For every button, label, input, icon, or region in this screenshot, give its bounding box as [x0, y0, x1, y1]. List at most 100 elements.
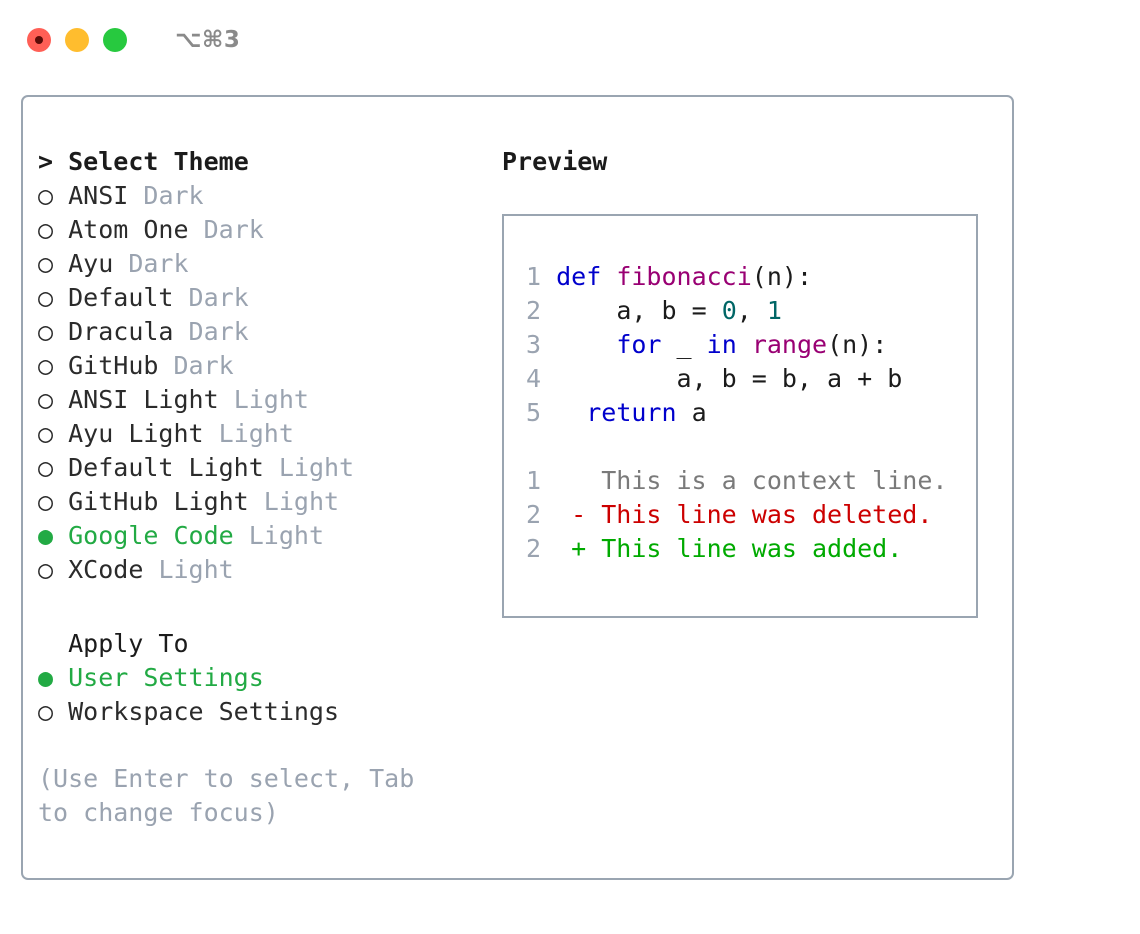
radio-selected-icon: ●: [38, 521, 54, 550]
theme-category-label: Dark: [203, 215, 264, 244]
code-line-number: 3: [526, 330, 542, 359]
code-token: [556, 330, 616, 359]
title-bar: ⌥⌘3: [0, 0, 1140, 80]
theme-list-item[interactable]: ○ ANSI Dark: [38, 179, 488, 213]
theme-list: ○ ANSI Dark○ Atom One Dark○ Ayu Dark○ De…: [38, 179, 488, 587]
theme-name: Atom One: [68, 215, 189, 244]
code-line: 3 for _ in range(n):: [526, 328, 976, 362]
theme-category-label: Dark: [173, 351, 234, 380]
theme-list-item[interactable]: ○ Default Light Light: [38, 451, 488, 485]
code-token: for: [616, 330, 662, 359]
theme-category-label: Dark: [128, 249, 189, 278]
apply-to-option[interactable]: ● User Settings: [38, 661, 488, 695]
prompt-marker: >: [38, 147, 54, 176]
theme-list-item[interactable]: ○ GitHub Dark: [38, 349, 488, 383]
maximize-window-icon[interactable]: [103, 28, 127, 52]
close-window-icon[interactable]: [27, 28, 51, 52]
theme-category-label: Dark: [143, 181, 204, 210]
keyboard-hint: (Use Enter to select, Tab to change focu…: [38, 764, 415, 827]
theme-name: ANSI: [68, 181, 129, 210]
theme-category-label: Light: [248, 521, 325, 550]
theme-list-item[interactable]: ● Google Code Light: [38, 519, 488, 553]
code-token: ,: [736, 296, 767, 325]
theme-list-item[interactable]: ○ XCode Light: [38, 553, 488, 587]
code-token: a, b =: [556, 296, 722, 325]
theme-list-item[interactable]: ○ Atom One Dark: [38, 213, 488, 247]
preview-title: Preview: [502, 147, 608, 176]
diff-line-text: + This line was added.: [541, 534, 903, 563]
theme-name: ANSI Light: [68, 385, 219, 414]
apply-to-option[interactable]: ○ Workspace Settings: [38, 695, 488, 729]
code-token: [737, 330, 752, 359]
radio-unselected-icon: ○: [38, 249, 54, 278]
code-token: a, b = b, a + b: [556, 364, 903, 393]
code-token: _: [661, 330, 707, 359]
radio-unselected-icon: ○: [38, 181, 54, 210]
theme-category-label: Dark: [188, 317, 249, 346]
theme-list-item[interactable]: ○ Default Dark: [38, 281, 488, 315]
theme-category-label: Light: [158, 555, 234, 584]
code-line: 5 return a: [526, 396, 976, 430]
theme-picker: > Select Theme ○ ANSI Dark○ Atom One Dar…: [38, 145, 488, 587]
theme-name: Ayu: [68, 249, 114, 278]
code-token: a: [676, 398, 707, 427]
code-line: 1 def fibonacci(n):: [526, 260, 976, 294]
code-token: return: [586, 398, 677, 427]
radio-unselected-icon: ○: [38, 555, 54, 584]
code-spacer: [526, 430, 976, 464]
theme-name: XCode: [68, 555, 144, 584]
code-token: def: [556, 262, 617, 291]
apply-to-label: User Settings: [68, 663, 264, 692]
code-token: (n):: [751, 262, 813, 291]
code-line: 2 a, b = 0, 1: [526, 294, 976, 328]
radio-unselected-icon: ○: [38, 283, 54, 312]
radio-unselected-icon: ○: [38, 317, 54, 346]
theme-category-label: Light: [218, 419, 294, 448]
code-line-number: 5: [526, 398, 542, 427]
theme-category-label: Dark: [188, 283, 249, 312]
code-token: 0: [721, 296, 737, 325]
theme-category-label: Light: [278, 453, 355, 482]
diff-sample: 1 This is a context line.2 - This line w…: [526, 464, 976, 566]
theme-name: Dracula: [68, 317, 174, 346]
theme-list-item[interactable]: ○ ANSI Light Light: [38, 383, 488, 417]
code-line-number: 2: [526, 296, 542, 325]
minimize-window-icon[interactable]: [65, 28, 89, 52]
code-token: range: [751, 330, 828, 359]
radio-selected-icon: ●: [38, 663, 54, 692]
code-token: in: [706, 330, 737, 359]
diff-line-number: 2: [526, 500, 542, 529]
radio-unselected-icon: ○: [38, 419, 54, 448]
diff-line: 1 This is a context line.: [526, 464, 976, 498]
code-token: (n):: [827, 330, 888, 359]
page-title: > Select Theme: [38, 145, 488, 179]
theme-category-label: Light: [263, 487, 340, 516]
theme-list-item[interactable]: ○ Dracula Dark: [38, 315, 488, 349]
radio-unselected-icon: ○: [38, 487, 54, 516]
theme-name: Default Light: [68, 453, 264, 482]
preview-section: Preview 1 def fibonacci(n):2 a, b = 0, 1…: [502, 145, 992, 618]
theme-name: Default: [68, 283, 174, 312]
apply-to-label: Workspace Settings: [68, 697, 340, 726]
radio-unselected-icon: ○: [38, 697, 54, 726]
theme-list-item[interactable]: ○ Ayu Light Light: [38, 417, 488, 451]
radio-unselected-icon: ○: [38, 453, 54, 482]
theme-name: GitHub Light: [68, 487, 249, 516]
theme-list-item[interactable]: ○ GitHub Light Light: [38, 485, 488, 519]
theme-name: Ayu Light: [68, 419, 204, 448]
page-title-text: Select Theme: [68, 147, 249, 176]
apply-to-title: Apply To: [68, 629, 189, 658]
code-line-number: 1: [526, 262, 542, 291]
theme-list-item[interactable]: ○ Ayu Dark: [38, 247, 488, 281]
code-token: fibonacci: [616, 262, 752, 291]
diff-line: 2 + This line was added.: [526, 532, 976, 566]
radio-unselected-icon: ○: [38, 385, 54, 414]
theme-category-label: Light: [233, 385, 309, 414]
traffic-light-group: [27, 28, 127, 52]
apply-to-group: Apply To ● User Settings○ Workspace Sett…: [38, 627, 488, 729]
code-line: 4 a, b = b, a + b: [526, 362, 976, 396]
diff-line-text: This is a context line.: [541, 466, 948, 495]
